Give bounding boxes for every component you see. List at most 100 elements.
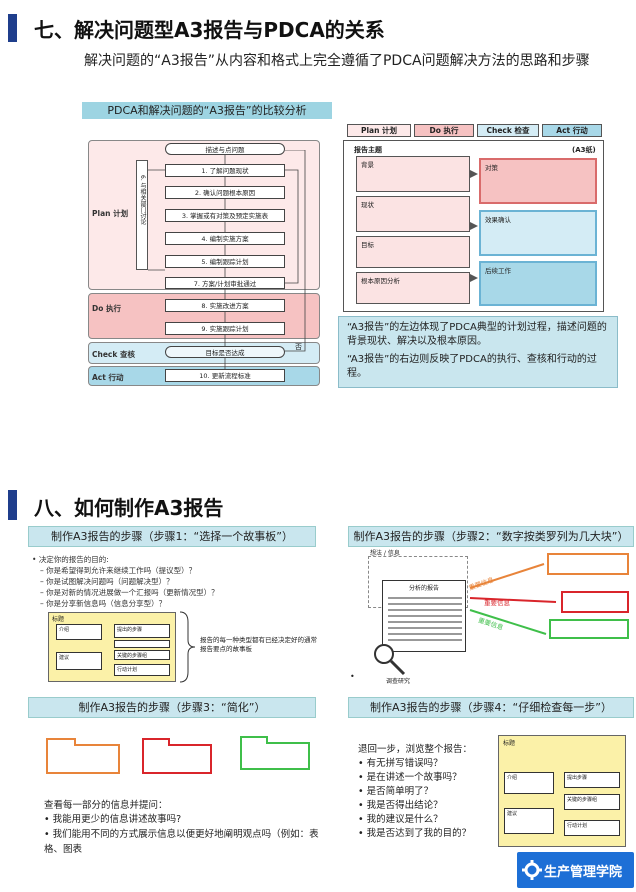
step4-q2: • 是在讲述一个故事吗？ <box>358 772 462 783</box>
step3-header: 制作A3报告的步骤（步骤3：“简化”） <box>28 697 316 718</box>
step4-storyboard-title: 标题 <box>503 740 516 747</box>
a3-note-2: “A3报告”的右边则反映了PDCA的执行、查核和行动的过程。 <box>347 354 597 379</box>
a3-right-2: 效果确认 <box>479 210 597 256</box>
flow-step-2: 2. 确认问题根本原因 <box>165 186 285 199</box>
step4-q1: • 有无拼写错误吗？ <box>358 758 443 769</box>
section-marker <box>8 14 17 42</box>
step1-item-3: – 你是对新的情况进展做一个汇报吗（更新情况型）？ <box>40 588 219 597</box>
step1-header: 制作A3报告的步骤（步骤1：“选择一个故事板”） <box>28 526 316 547</box>
step1-item-3-text: 你是对新的情况进展做一个汇报吗（更新情况型）？ <box>46 588 219 597</box>
step3-q1-text: 我能用更少的信息讲述故事吗? <box>52 814 182 825</box>
brand-name: 生产管理学院 <box>544 865 623 880</box>
section7-intro: 解决问题的“A3报告”从内容和格式上完全遵循了PDCA问题解决方法的思路和步骤 <box>84 53 590 69</box>
step2-bullet: • <box>350 672 355 681</box>
step4-q3-text: 是否简单明了？ <box>366 786 434 797</box>
step1-mini-3 <box>114 640 170 648</box>
legend-check: Check 检查 <box>477 124 539 137</box>
step3-q2: • 我们能用不同的方式展示信息以便更好地阐明观点吗（例如：表格、图表 <box>44 829 319 855</box>
step4-mini-2: 提出步骤 <box>564 772 620 788</box>
a3-arrows <box>470 170 478 282</box>
step2-header: 制作A3报告的步骤（步骤2：“数字按类罗列为几大块”） <box>348 526 634 547</box>
flow-step-1: 1. 了解问题现状 <box>165 164 285 177</box>
step1-intro-text: 决定你的报告的目的: <box>38 555 109 564</box>
a3-title: 报告主题 <box>354 146 382 154</box>
step4-q2-text: 是在讲述一个故事吗？ <box>366 772 462 783</box>
flow-step-9: 9. 实施跟踪计划 <box>165 322 285 335</box>
step3-intro: 查看每一部分的信息并提问： <box>44 800 168 811</box>
step4-mini-3: 关键的步骤组 <box>564 794 620 810</box>
step3-tab-red <box>142 738 170 746</box>
step1-item-1-text: 你是希望得到允许来继续工作吗（提议型）？ <box>46 566 197 575</box>
a3-note-1: “A3报告”的左边体现了PDCA典型的计划过程，描述问题的背景现状、解决以及根本… <box>347 322 607 347</box>
step4-mini-1: 介绍 <box>504 772 554 794</box>
flow-step-4: 4. 编制实施方案 <box>165 232 285 245</box>
side-discuss-box: 6. 与相关部门讨论 <box>136 160 148 270</box>
legend-act: Act 行动 <box>542 124 602 137</box>
step3-box-green <box>240 742 310 770</box>
step3-q2-text: 我们能用不同的方式展示信息以便更好地阐明观点吗（例如：表格、图表 <box>44 829 319 855</box>
phase-label-act: Act 行动 <box>92 373 124 382</box>
gear-icon <box>522 860 542 880</box>
step4-mini-4: 建议 <box>504 808 554 834</box>
a3-left-2: 现状 <box>356 196 470 232</box>
a3-right-3: 后续工作 <box>479 261 597 306</box>
step3-q1: • 我能用更少的信息讲述故事吗? <box>44 814 182 825</box>
flow-connectors <box>148 150 306 369</box>
step2-label-bottom: 调查研究 <box>386 678 411 685</box>
step1-mini-5: 建议 <box>56 652 102 670</box>
a3-left-3: 目标 <box>356 236 470 268</box>
a3-right-1: 对策 <box>479 158 597 204</box>
step2-doc-label: 分析的报告 <box>408 585 439 592</box>
step4-q3: • 是否简单明了？ <box>358 786 434 797</box>
step1-item-4: – 你是分享新信息吗（信息分享型）？ <box>40 599 167 608</box>
step4-q1-text: 有无拼写错误吗？ <box>366 758 443 769</box>
step4-q6: • 我是否达到了我的目的？ <box>358 828 472 839</box>
flow-top: 描述与点问题 <box>165 143 285 155</box>
step2-label-top: 想法 / 信息 <box>370 550 400 557</box>
step2-arrow-label-2: 重要信息 <box>484 599 510 607</box>
step1-mini-1: 介绍 <box>56 624 102 640</box>
step3-tab-orange <box>46 738 76 746</box>
step4-q6-text: 我是否达到了我的目的？ <box>366 828 472 839</box>
step1-brace <box>179 611 196 683</box>
phase-label-do: Do 执行 <box>92 304 121 313</box>
flow-step-5: 5. 编制跟踪计划 <box>165 255 285 268</box>
step4-q5: • 我的建议是什么？ <box>358 814 443 825</box>
step1-mini-2: 提出的步骤 <box>114 624 170 638</box>
section7-title: 七、解决问题型A3报告与PDCA的关系 <box>34 18 385 42</box>
section-marker-2 <box>8 490 17 520</box>
legend-plan: Plan 计划 <box>347 124 411 137</box>
side-discuss-label: 6. 与相关部门讨论 <box>139 175 146 225</box>
step4-header: 制作A3报告的步骤（步骤4：“仔细检查每一步”） <box>348 697 634 718</box>
legend-do: Do 执行 <box>414 124 474 137</box>
step2-doc-lines <box>388 597 462 641</box>
check-no-label: 否 <box>295 343 302 351</box>
step4-intro: 退回一步，浏览整个报告： <box>358 744 473 755</box>
a3-left-4: 根本原因分析 <box>356 272 470 304</box>
a3-left-1: 背景 <box>356 156 470 192</box>
step4-q5-text: 我的建议是什么？ <box>366 814 443 825</box>
flow-step-3: 3. 掌握或有对策及预定实施表 <box>165 209 285 222</box>
step1-mini-6: 行动计划 <box>114 664 170 676</box>
step2-arrows <box>469 553 629 639</box>
step1-item-4-text: 你是分享新信息吗（信息分享型）？ <box>46 599 167 608</box>
step1-item-2: – 你是试图解决问题吗（问题解决型）？ <box>40 577 174 586</box>
step1-item-1: – 你是希望得到允许来继续工作吗（提议型）？ <box>40 566 197 575</box>
step1-storyboard-title: 标题 <box>52 616 65 623</box>
phase-label-check: Check 查核 <box>92 350 135 359</box>
step4-q4-text: 我是否得出结论？ <box>366 800 443 811</box>
a3-size: (A3纸) <box>572 146 596 154</box>
flow-check-decision: 目标是否达成 <box>165 346 285 358</box>
step1-mini-4: 关键的步骤组 <box>114 650 170 660</box>
step1-item-2-text: 你是试图解决问题吗（问题解决型）？ <box>46 577 174 586</box>
step4-mini-5: 行动计划 <box>564 820 620 836</box>
brand-badge: 生产管理学院 <box>517 852 634 888</box>
section8-title: 八、如何制作A3报告 <box>34 496 224 520</box>
step1-intro: • 决定你的报告的目的: <box>32 555 109 564</box>
step1-note: 报告的每一种类型都有已经决定好的通常报告要点的故事板 <box>200 636 317 653</box>
figure-title: PDCA和解决问题的“A3报告”的比较分析 <box>82 102 332 119</box>
step4-q4: • 我是否得出结论？ <box>358 800 443 811</box>
step3-box-orange <box>46 744 120 774</box>
phase-label-plan: Plan 计划 <box>92 209 129 218</box>
flow-step-10: 10. 更新流程标准 <box>165 369 285 382</box>
